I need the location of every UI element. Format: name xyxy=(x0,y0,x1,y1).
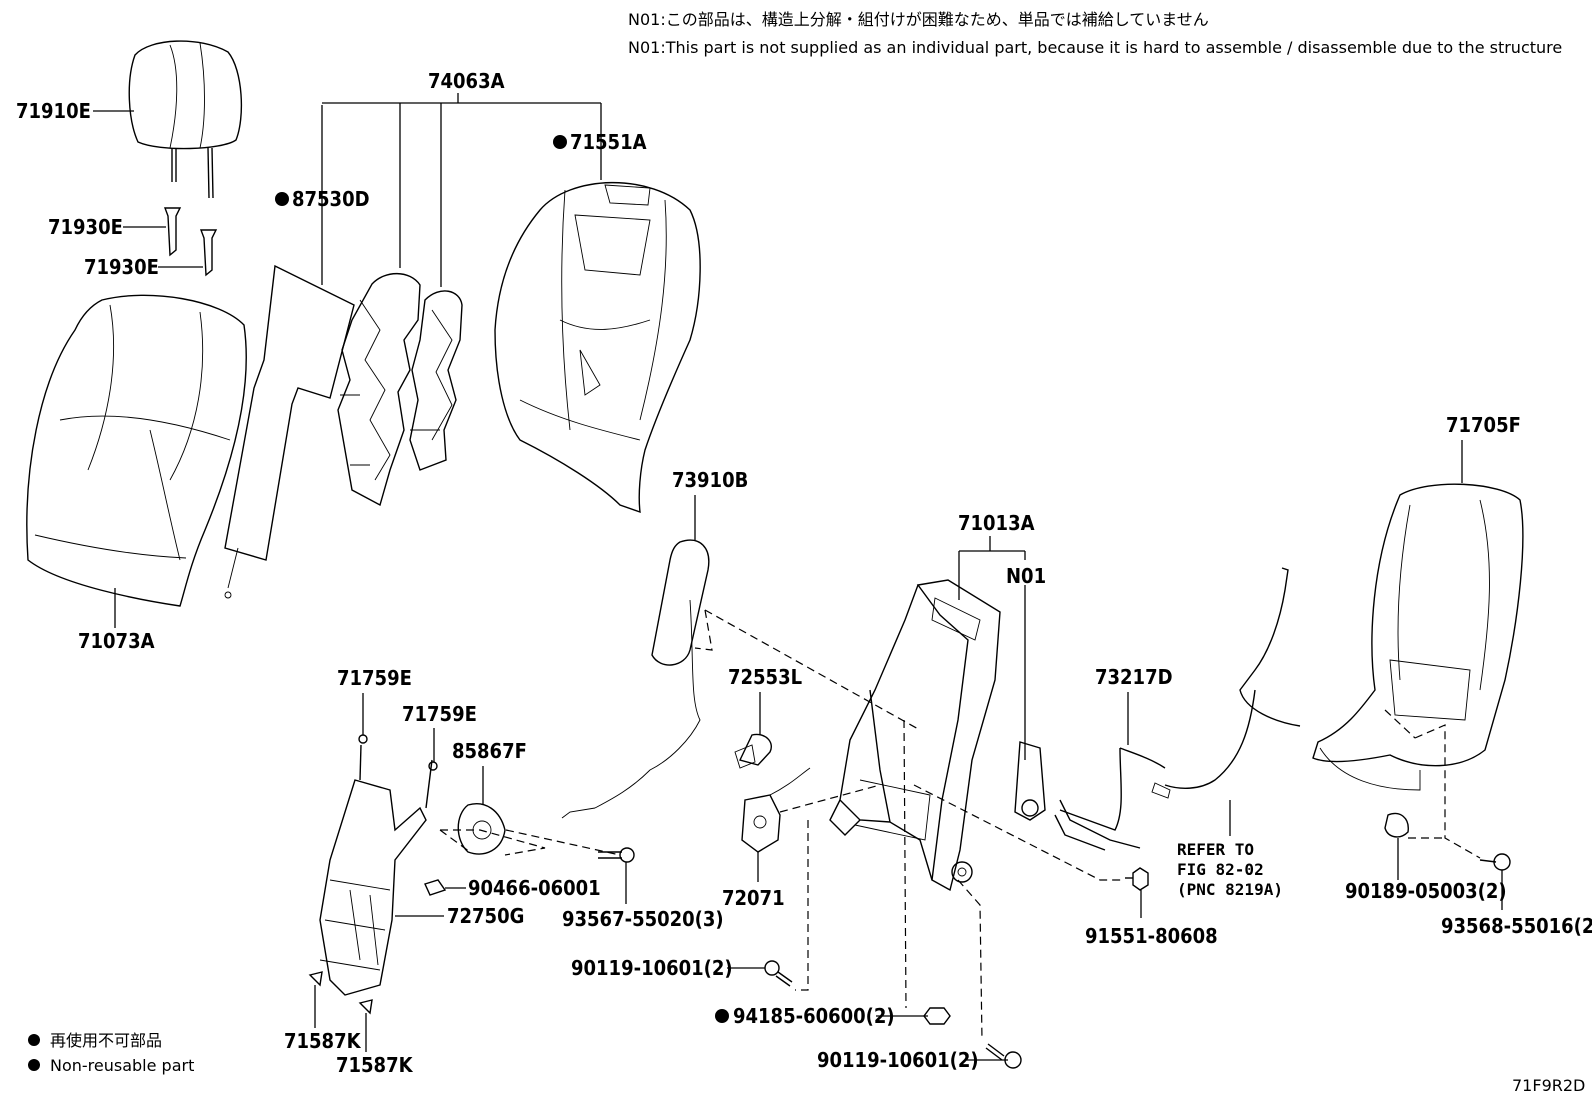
lumbar-motor-drawing xyxy=(457,803,506,855)
label-71551A: 71551A xyxy=(570,130,647,154)
bolt-90119-b-drawing xyxy=(985,1043,1022,1069)
harness-73217D-drawing xyxy=(1054,747,1166,851)
bolt-91551-drawing xyxy=(1125,867,1149,891)
label-71705F: 71705F xyxy=(1446,413,1521,437)
label-90119-10601-b: 90119-10601(2) xyxy=(817,1048,979,1072)
non-reusable-marker-71551A xyxy=(553,135,567,149)
back-board-drawing xyxy=(1312,483,1524,791)
label-71587K-a: 71587K xyxy=(284,1029,362,1053)
refer-line-2: FIG 82-02 xyxy=(1177,860,1264,879)
harness-8219A-drawing xyxy=(1151,567,1301,799)
diagram-code: 71F9R2D xyxy=(1512,1076,1585,1095)
nut-94185-drawing xyxy=(923,1007,951,1025)
leader-71013A xyxy=(958,536,1026,760)
label-71759E-a: 71759E xyxy=(337,666,412,690)
headrest-support-drawing xyxy=(163,207,218,277)
label-85867F: 85867F xyxy=(452,739,527,763)
label-72071: 72071 xyxy=(722,886,785,910)
seatback-pad-drawing xyxy=(494,181,701,514)
label-71930E-a: 71930E xyxy=(48,215,123,239)
legend-marker-jp xyxy=(28,1034,40,1046)
label-71013A: 71013A xyxy=(958,511,1035,535)
label-90466-06001: 90466-06001 xyxy=(468,876,601,900)
label-93567-55020: 93567-55020(3) xyxy=(562,907,724,931)
legend-text-jp: 再使用不可部品 xyxy=(50,1031,162,1050)
label-72553L: 72553L xyxy=(728,665,802,689)
screw-93567-drawing xyxy=(598,847,635,863)
switch-knob-drawing xyxy=(734,733,772,769)
legend: 再使用不可部品 Non-reusable part xyxy=(28,1031,194,1075)
label-73910B: 73910B xyxy=(672,468,748,492)
seatback-cover-drawing xyxy=(26,294,247,607)
screw-93568-drawing xyxy=(1479,853,1511,871)
label-91551-80608: 91551-80608 xyxy=(1085,924,1218,948)
label-71910E: 71910E xyxy=(16,99,91,123)
seat-frame-drawing xyxy=(829,579,1001,892)
clip-90189-drawing xyxy=(1384,812,1409,838)
label-73217D: 73217D xyxy=(1095,665,1173,689)
label-71759E-b: 71759E xyxy=(402,702,477,726)
label-94185-60600: 94185-60600(2) xyxy=(733,1004,895,1028)
label-90119-10601-a: 90119-10601(2) xyxy=(571,956,733,980)
non-reusable-marker-87530D xyxy=(275,192,289,206)
label-90189-05003: 90189-05003(2) xyxy=(1345,879,1507,903)
clip-90466-drawing xyxy=(424,879,447,896)
label-71930E-b: 71930E xyxy=(84,255,159,279)
label-93568-55016: 93568-55016(2) xyxy=(1441,914,1592,938)
headrest-drawing xyxy=(128,40,243,199)
recliner-motor-drawing xyxy=(1014,741,1046,821)
leader-74063A xyxy=(322,93,602,287)
note-n01-japanese: N01:この部品は、構造上分解・組付けが困難なため、単品では補給していません xyxy=(628,10,1209,29)
assembly-dashed-lines xyxy=(439,609,1481,1041)
label-71587K-b: 71587K xyxy=(336,1053,414,1077)
lumbar-support-drawing xyxy=(319,744,433,996)
bolt-90119-a-drawing xyxy=(764,960,793,987)
refer-line-1: REFER TO xyxy=(1177,840,1254,859)
label-71073A: 71073A xyxy=(78,629,155,653)
heater-element-drawing xyxy=(337,272,463,507)
heater-pad-drawing xyxy=(224,264,355,599)
label-N01: N01 xyxy=(1006,564,1046,588)
label-74063A: 74063A xyxy=(428,69,505,93)
legend-text-en: Non-reusable part xyxy=(50,1056,194,1075)
non-reusable-marker-94185 xyxy=(715,1009,729,1023)
refer-line-3: (PNC 8219A) xyxy=(1177,880,1283,899)
legend-marker-en xyxy=(28,1059,40,1071)
label-87530D: 87530D xyxy=(292,187,370,211)
side-airbag-drawing xyxy=(561,539,710,819)
note-n01-english: N01:This part is not supplied as an indi… xyxy=(628,38,1562,57)
adjuster-switch-drawing xyxy=(741,767,811,853)
label-72750G: 72750G xyxy=(447,904,524,928)
